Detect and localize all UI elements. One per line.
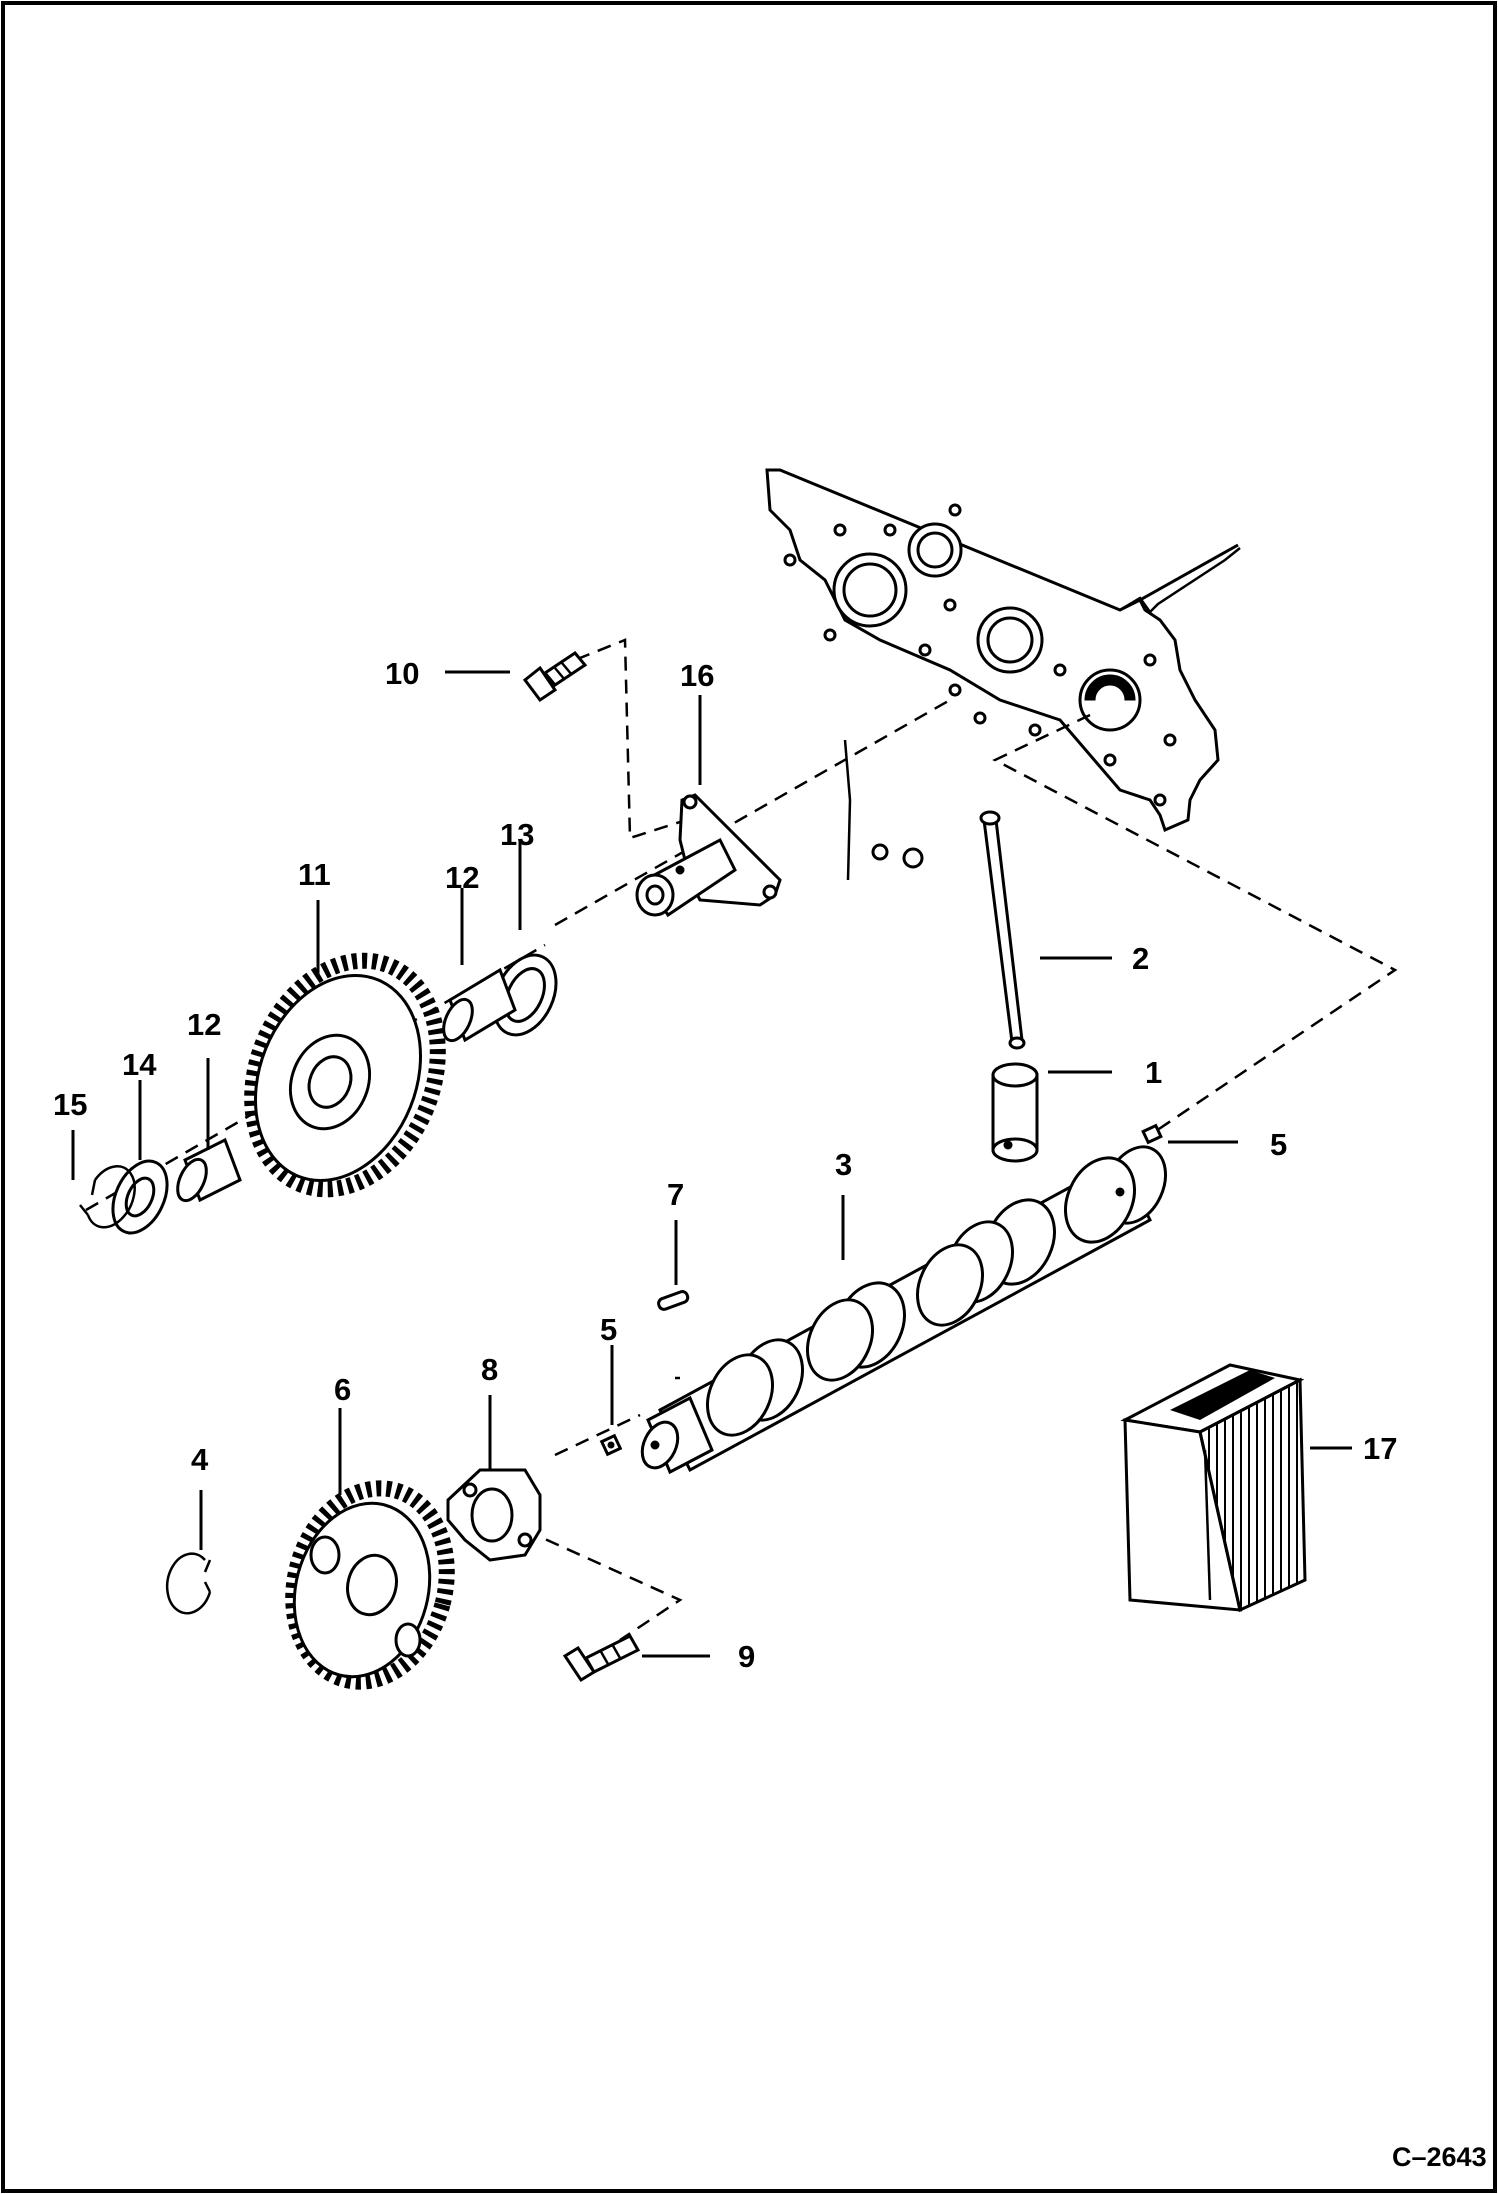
callout-11: 11: [298, 857, 331, 892]
part-5-pin-lower: [599, 1433, 623, 1457]
callout-6: 6: [334, 1372, 351, 1407]
part-12-bushing-upper: [442, 967, 517, 1043]
part-12-bushing-lower: [176, 1137, 242, 1203]
callout-7: 7: [667, 1177, 684, 1212]
part-10-bolt: [522, 651, 588, 703]
callout-12-lower: 12: [187, 1007, 221, 1042]
part-6-cam-gear: [285, 1480, 455, 1690]
callout-5-lower: 5: [600, 1312, 617, 1347]
callout-5-upper: 5: [1270, 1127, 1287, 1162]
part-7-key: [657, 1290, 690, 1311]
part-1-tappet: [991, 1062, 1039, 1163]
callout-8: 8: [481, 1352, 498, 1387]
part-11-idler-gear: [244, 952, 446, 1198]
callout-16: 16: [680, 658, 714, 693]
figure-reference: C–2643: [1392, 2142, 1487, 2172]
part-5-pin-upper: [1141, 1123, 1163, 1145]
callout-17: 17: [1363, 1431, 1397, 1466]
engine-plate: [765, 468, 1241, 881]
callout-10: 10: [385, 656, 419, 691]
part-17-kit-box: [1120, 1363, 1307, 1613]
callout-14: 14: [122, 1047, 157, 1082]
part-2-push-rod: [979, 810, 1026, 1050]
part-16-idler-shaft: [635, 793, 782, 918]
callout-3: 3: [835, 1147, 852, 1182]
leader-lines: [71, 670, 1352, 1658]
callout-2: 2: [1132, 941, 1149, 976]
callout-12-upper: 12: [445, 860, 479, 895]
callout-labels: 1 2 3 4 5 5 6 7 8 9 10 11 12 12 13 14 15…: [53, 656, 1397, 1674]
callout-15: 15: [53, 1087, 87, 1122]
callout-1: 1: [1145, 1055, 1162, 1090]
callout-13: 13: [500, 817, 534, 852]
callout-4: 4: [191, 1442, 209, 1477]
part-8-thrust-plate: [446, 1468, 542, 1562]
part-15-snap-ring: [79, 1165, 136, 1229]
part-4-snap-ring: [165, 1552, 212, 1615]
part-3-camshaft: [640, 1145, 1167, 1475]
callout-9: 9: [738, 1639, 755, 1674]
part-9-bolt: [562, 1634, 641, 1683]
